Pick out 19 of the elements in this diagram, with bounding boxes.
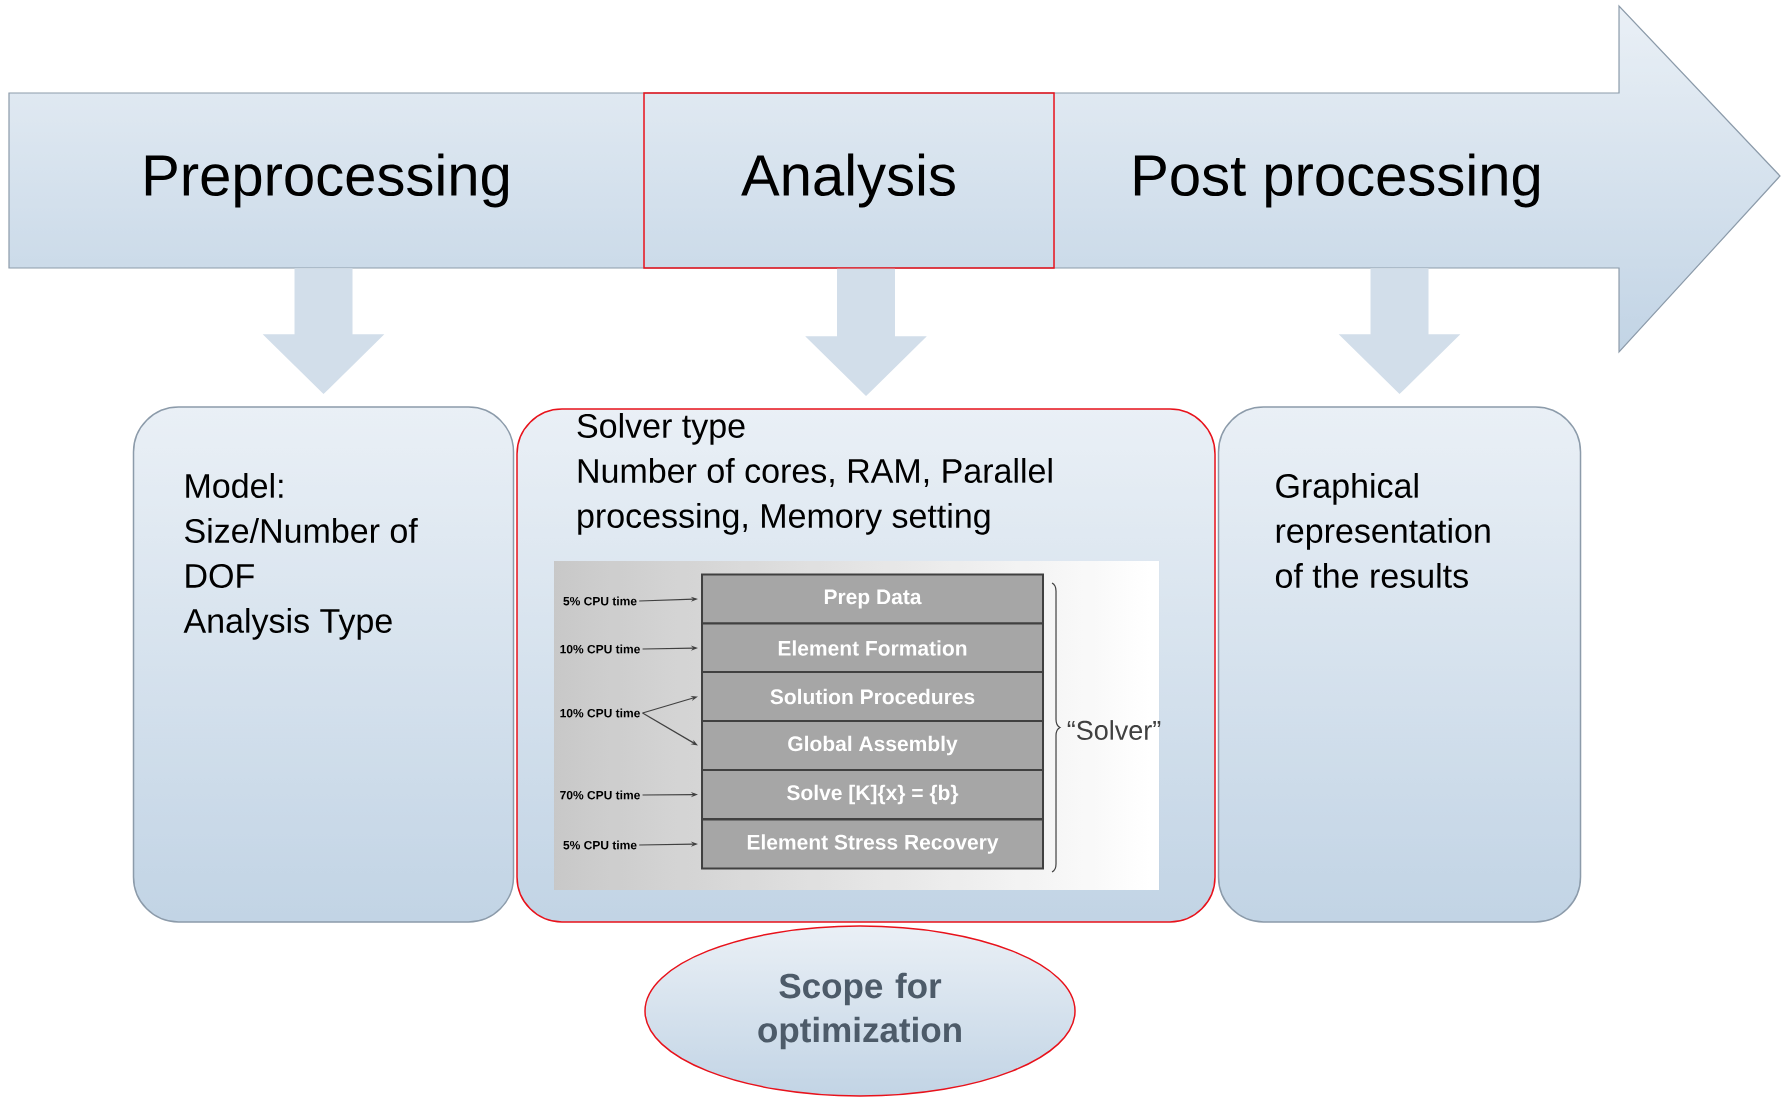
stage-label: Post processing <box>1134 153 1539 208</box>
table-row: Global Assembly <box>701 720 1044 771</box>
rounded-box: Model: Size/Number of DOF Analysis Type <box>132 406 515 923</box>
table-row: Prep Data <box>701 573 1044 625</box>
table-row: Element Formation <box>701 622 1044 674</box>
table-row: Element Stress Recovery <box>701 818 1044 870</box>
percentage-label: 5% CPU time <box>563 840 637 850</box>
stage-box: Analysis <box>643 92 1055 269</box>
table-row: Solve [K]{x} = {b} <box>701 769 1044 820</box>
brace-label: “Solver” <box>1067 720 1161 740</box>
arrow <box>641 712 698 746</box>
percentage-label: 10% CPU time <box>560 644 640 654</box>
rounded-box: Graphical representation of the results <box>1217 406 1582 923</box>
stage-label: Preprocessing <box>145 153 509 208</box>
percentage-label: 70% CPU time <box>560 790 640 800</box>
percentage-label: 10% CPU time <box>560 708 640 718</box>
percentage-label: 5% CPU time <box>563 596 637 606</box>
oval: Scope for optimization <box>644 925 1076 1097</box>
table-row: Solution Procedures <box>701 671 1044 722</box>
